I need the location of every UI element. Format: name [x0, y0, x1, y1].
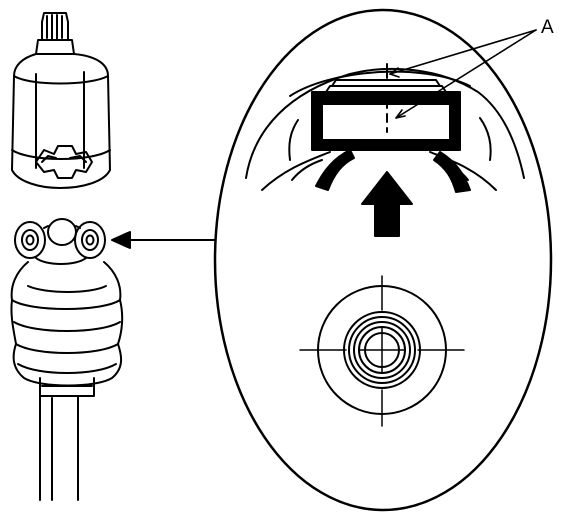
drive-shaft: [39, 395, 79, 501]
shaft-end: [299, 275, 465, 427]
insert-arrow: [361, 171, 413, 237]
pointer-arrow: [111, 231, 215, 249]
callout-label-a: A: [541, 17, 554, 38]
detail-view: [213, 8, 553, 512]
tripod-spider: [14, 218, 106, 265]
housing-bore: [35, 145, 93, 179]
callout-a-leaders: [389, 29, 537, 119]
cv-boot: [10, 261, 124, 397]
joint-housing: [11, 12, 111, 189]
